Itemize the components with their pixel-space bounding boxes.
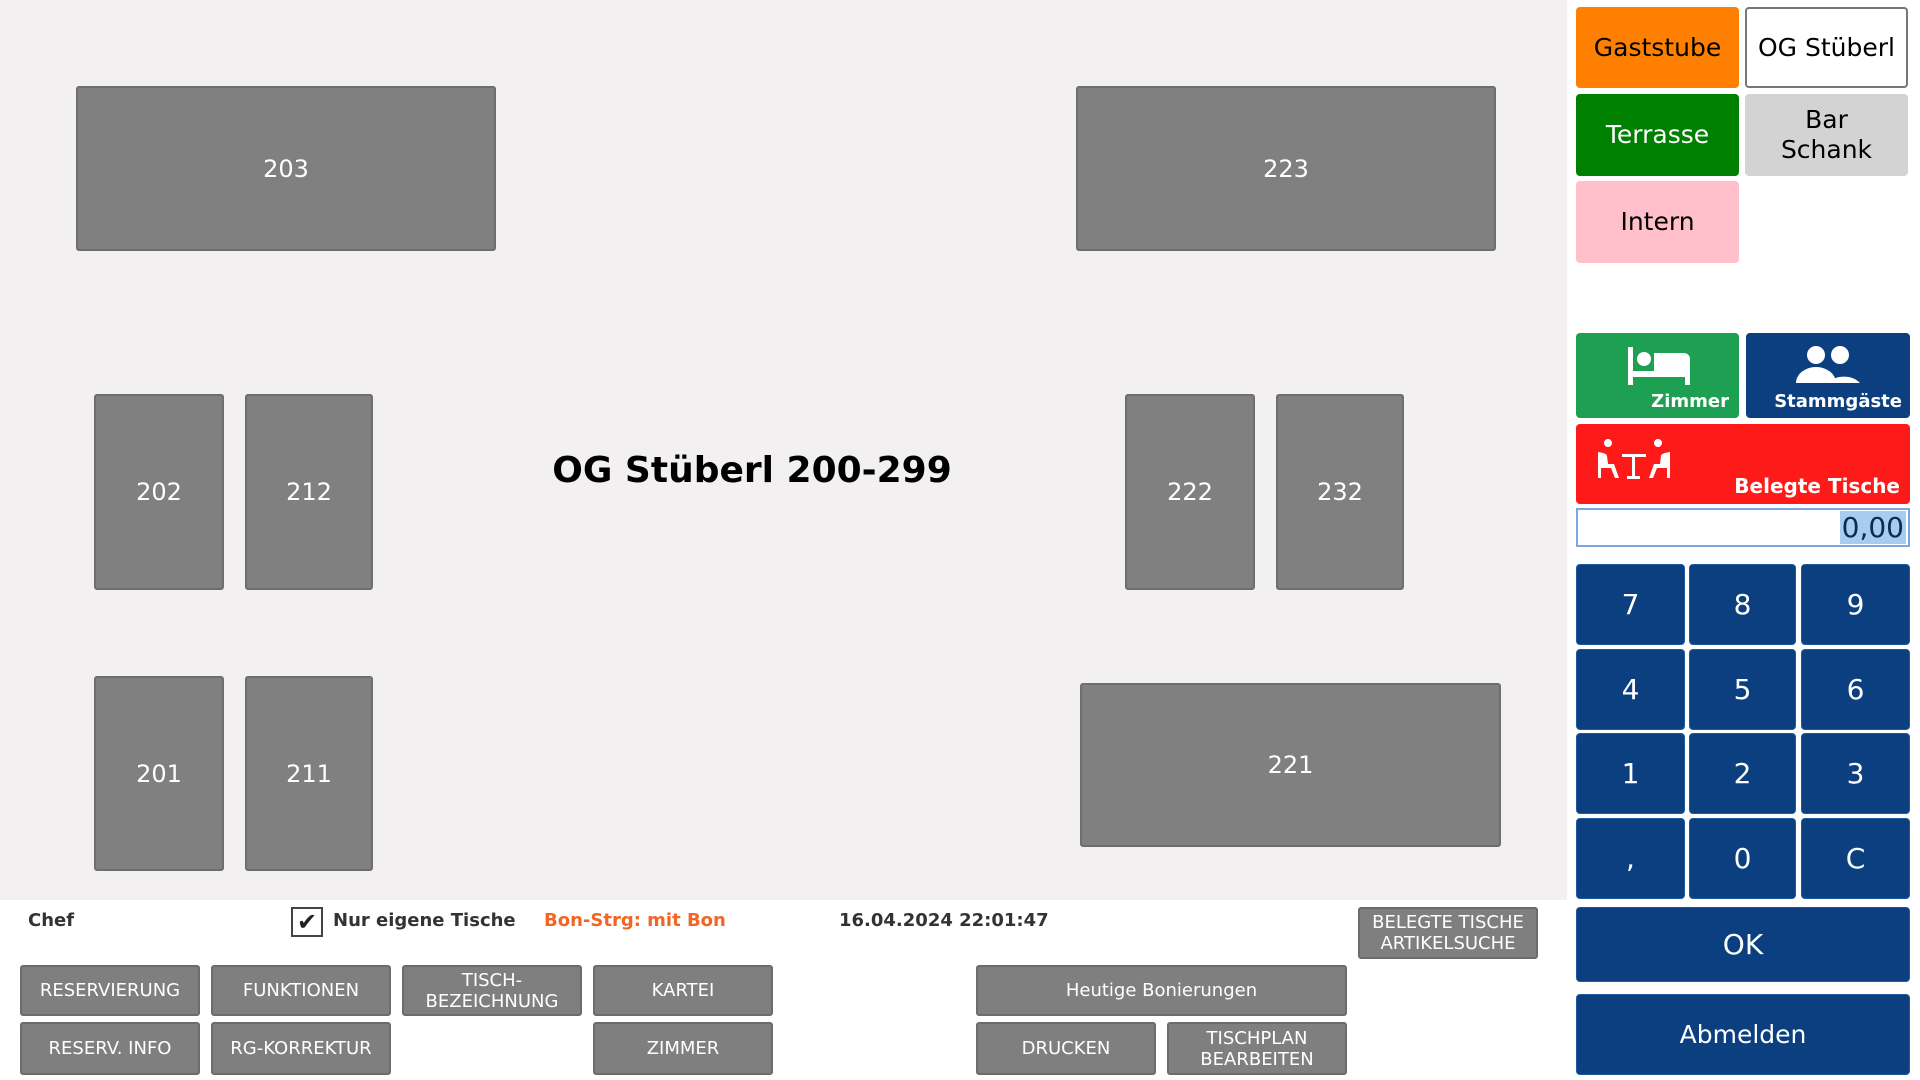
table-221[interactable]: 221 — [1080, 683, 1501, 847]
user-name: Chef — [28, 910, 75, 931]
key-4[interactable]: 4 — [1576, 649, 1685, 730]
bon-status: Bon-Strg: mit Bon — [544, 910, 726, 931]
table-232[interactable]: 232 — [1276, 394, 1404, 590]
belegte-artikelsuche-button[interactable]: BELEGTE TISCHE ARTIKELSUCHE — [1358, 907, 1538, 959]
ok-button[interactable]: OK — [1576, 907, 1910, 982]
amount-input[interactable]: 0,00 — [1576, 508, 1910, 547]
funktionen-button[interactable]: FUNKTIONEN — [211, 965, 391, 1016]
stammgaeste-button[interactable]: Stammgäste — [1746, 333, 1910, 418]
belegte-tische-label: Belegte Tische — [1734, 474, 1900, 498]
area-bar-schank[interactable]: Bar Schank — [1745, 94, 1908, 176]
zimmer-button[interactable]: Zimmer — [1576, 333, 1739, 418]
bed-icon — [1628, 347, 1690, 385]
datetime: 16.04.2024 22:01:47 — [839, 910, 1049, 931]
reservierung-button[interactable]: RESERVIERUNG — [20, 965, 200, 1016]
table-223[interactable]: 223 — [1076, 86, 1496, 251]
key-6[interactable]: 6 — [1801, 649, 1910, 730]
area-gaststube[interactable]: Gaststube — [1576, 7, 1739, 88]
belegte-tische-button[interactable]: Belegte Tische — [1576, 424, 1910, 504]
zimmer-list-button[interactable]: ZIMMER — [593, 1022, 773, 1075]
kartei-button[interactable]: KARTEI — [593, 965, 773, 1016]
area-og-stueberl[interactable]: OG Stüberl — [1745, 7, 1908, 88]
key-5[interactable]: 5 — [1689, 649, 1796, 730]
amount-value: 0,00 — [1839, 511, 1906, 544]
area-terrasse[interactable]: Terrasse — [1576, 94, 1739, 176]
dining-table-icon — [1598, 439, 1670, 479]
table-202[interactable]: 202 — [94, 394, 224, 590]
users-icon — [1796, 346, 1860, 383]
floor-plan: 203 223 202 212 222 232 201 211 221 OG S… — [0, 0, 1567, 900]
key-clear[interactable]: C — [1801, 818, 1910, 899]
key-9[interactable]: 9 — [1801, 564, 1910, 645]
key-1[interactable]: 1 — [1576, 733, 1685, 814]
table-222[interactable]: 222 — [1125, 394, 1255, 590]
drucken-button[interactable]: DRUCKEN — [976, 1022, 1156, 1075]
zimmer-label: Zimmer — [1651, 391, 1729, 412]
stammgaeste-label: Stammgäste — [1774, 391, 1902, 412]
only-own-label[interactable]: Nur eigene Tische — [333, 910, 516, 931]
table-203[interactable]: 203 — [76, 86, 496, 251]
key-3[interactable]: 3 — [1801, 733, 1910, 814]
area-intern[interactable]: Intern — [1576, 181, 1739, 263]
table-212[interactable]: 212 — [245, 394, 373, 590]
only-own-checkbox[interactable]: ✔ — [291, 907, 323, 937]
table-201[interactable]: 201 — [94, 676, 224, 871]
key-0[interactable]: 0 — [1689, 818, 1796, 899]
tischplan-bearbeiten-button[interactable]: TISCHPLAN BEARBEITEN — [1167, 1022, 1347, 1075]
heutige-bonierungen-button[interactable]: Heutige Bonierungen — [976, 965, 1347, 1016]
key-7[interactable]: 7 — [1576, 564, 1685, 645]
logout-button[interactable]: Abmelden — [1576, 994, 1910, 1075]
key-comma[interactable]: , — [1576, 818, 1685, 899]
key-2[interactable]: 2 — [1689, 733, 1796, 814]
rg-korrektur-button[interactable]: RG-KORREKTUR — [211, 1022, 391, 1075]
check-icon: ✔ — [296, 908, 318, 936]
tischbezeichnung-button[interactable]: TISCH- BEZEICHNUNG — [402, 965, 582, 1016]
key-8[interactable]: 8 — [1689, 564, 1796, 645]
room-title: OG Stüberl 200-299 — [552, 450, 952, 491]
reserv-info-button[interactable]: RESERV. INFO — [20, 1022, 200, 1075]
table-211[interactable]: 211 — [245, 676, 373, 871]
